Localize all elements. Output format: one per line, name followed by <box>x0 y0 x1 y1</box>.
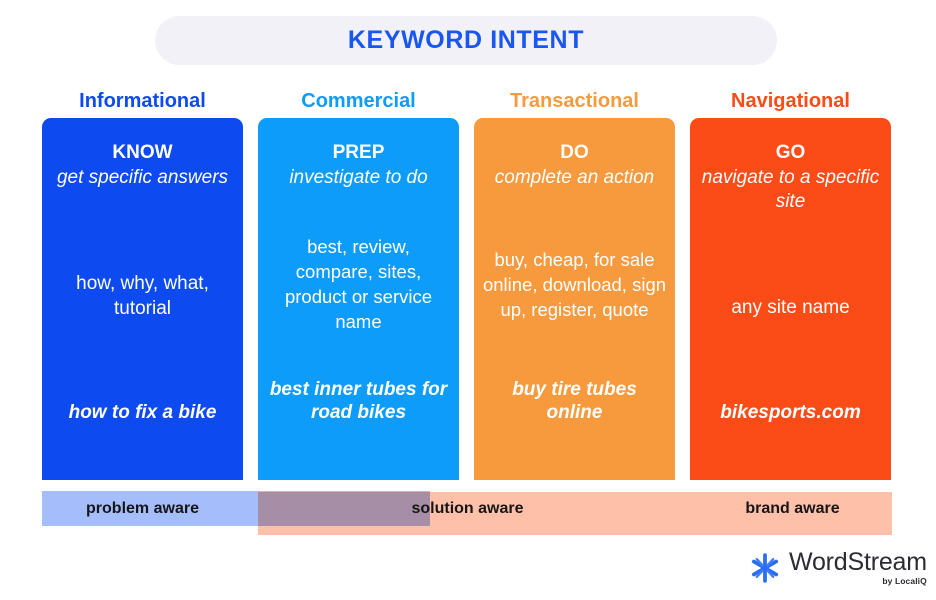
card-bottom-commercial: best inner tubes for road bikes <box>266 378 451 466</box>
column-header-informational: Informational <box>79 90 206 112</box>
card-top-commercial: PREP investigate to do <box>266 140 451 190</box>
logo-text: WordStream by LocaliQ <box>789 550 927 586</box>
logo-tagline: by LocaliQ <box>882 576 927 586</box>
logo-name: WordStream <box>789 548 927 576</box>
column-informational: Informational KNOW get specific answers … <box>42 88 243 480</box>
page-title: KEYWORD INTENT <box>347 26 585 54</box>
card-example-transactional: buy tire tubes online <box>512 379 637 423</box>
card-mid-informational: how, why, what, tutorial <box>50 190 235 401</box>
card-verb-transactional: DO <box>560 142 589 163</box>
awareness-label-solution: solution aware <box>411 500 524 517</box>
awareness-label-problem: problem aware <box>86 500 199 517</box>
card-example-commercial: best inner tubes for road bikes <box>269 379 448 423</box>
card-mid-navigational: any site name <box>698 214 883 401</box>
card-commercial[interactable]: PREP investigate to do best, review, com… <box>258 118 459 480</box>
column-navigational: Navigational GO navigate to a specific s… <box>690 88 891 480</box>
card-definition-commercial: investigate to do <box>289 167 428 188</box>
card-verb-commercial: PREP <box>332 142 385 163</box>
card-bottom-transactional: buy tire tubes online <box>482 378 667 466</box>
card-top-navigational: GO navigate to a specific site <box>698 140 883 214</box>
column-transactional: Transactional DO complete an action buy,… <box>474 88 675 480</box>
column-commercial: Commercial PREP investigate to do best, … <box>258 88 459 480</box>
card-definition-transactional: complete an action <box>494 167 655 188</box>
card-definition-navigational: navigate to a specific site <box>701 167 880 212</box>
card-keywords-navigational: any site name <box>731 297 850 318</box>
column-header-commercial: Commercial <box>301 90 416 112</box>
card-top-transactional: DO complete an action <box>482 140 667 190</box>
card-top-informational: KNOW get specific answers <box>50 140 235 190</box>
card-transactional[interactable]: DO complete an action buy, cheap, for sa… <box>474 118 675 480</box>
card-mid-commercial: best, review, compare, sites, product or… <box>266 190 451 378</box>
card-mid-transactional: buy, cheap, for sale online, download, s… <box>482 190 667 378</box>
card-informational[interactable]: KNOW get specific answers how, why, what… <box>42 118 243 480</box>
card-example-informational: how to fix a bike <box>68 402 217 423</box>
card-navigational[interactable]: GO navigate to a specific site any site … <box>690 118 891 480</box>
wordstream-logo[interactable]: WordStream by LocaliQ <box>748 550 927 586</box>
card-bottom-informational: how to fix a bike <box>50 401 235 466</box>
intent-columns: Informational KNOW get specific answers … <box>42 88 894 480</box>
card-verb-informational: KNOW <box>112 142 173 163</box>
snowflake-icon <box>751 552 779 583</box>
column-header-navigational: Navigational <box>731 90 850 112</box>
title-pill: KEYWORD INTENT <box>155 16 777 65</box>
column-header-transactional: Transactional <box>510 90 639 112</box>
awareness-label-brand: brand aware <box>745 500 840 517</box>
card-example-navigational: bikesports.com <box>720 402 861 423</box>
card-keywords-informational: how, why, what, tutorial <box>76 272 209 319</box>
card-keywords-commercial: best, review, compare, sites, product or… <box>284 236 433 332</box>
card-keywords-transactional: buy, cheap, for sale online, download, s… <box>482 248 667 320</box>
awareness-band-brand <box>258 492 892 535</box>
card-bottom-navigational: bikesports.com <box>698 401 883 466</box>
card-definition-informational: get specific answers <box>56 167 229 188</box>
card-verb-navigational: GO <box>775 142 806 163</box>
